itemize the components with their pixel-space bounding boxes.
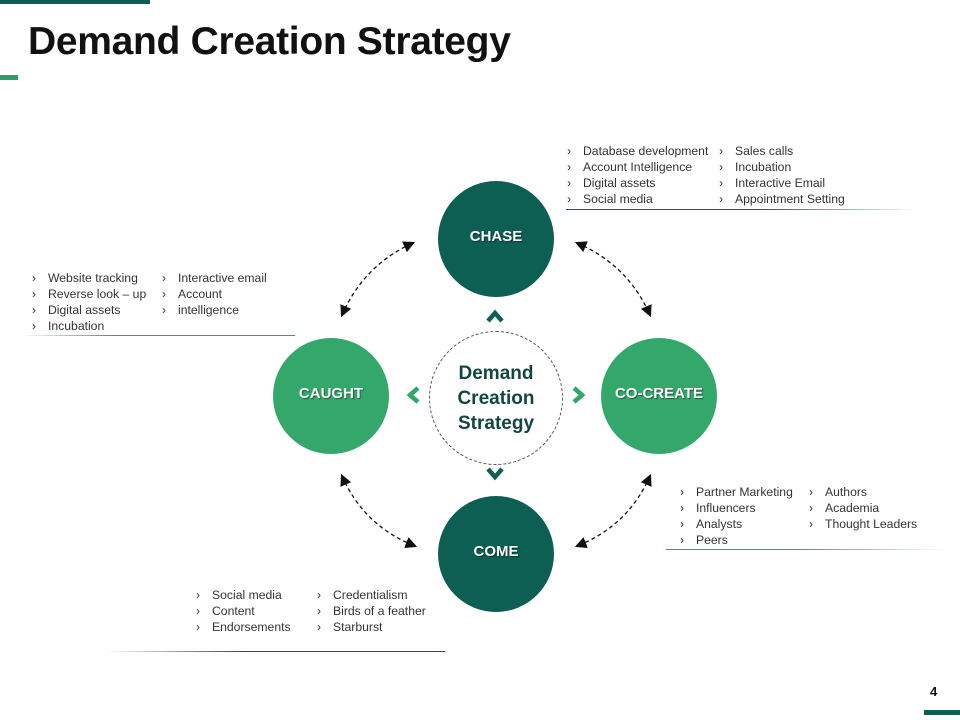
chevron-left-icon	[406, 386, 420, 404]
list-item: Database development	[567, 143, 708, 159]
list-item: Interactive Email	[719, 175, 845, 191]
center-label: Demand Creation Strategy	[429, 331, 563, 465]
chase-list-col1: Database development Account Intelligenc…	[567, 143, 708, 207]
come-list-col1: Social media Content Endorsements	[196, 587, 291, 635]
list-item: Academia	[809, 500, 917, 516]
node-come-label: COME	[473, 542, 519, 560]
list-item: Social media	[196, 587, 291, 603]
node-come: COME	[438, 496, 554, 612]
node-caught-label: CAUGHT	[298, 384, 364, 402]
list-item: Authors	[809, 484, 917, 500]
center-line: Creation	[457, 387, 535, 409]
co-create-list-col2: Authors Academia Thought Leaders	[809, 484, 917, 532]
list-item: Peers	[680, 532, 793, 548]
list-item: Birds of a feather	[317, 603, 426, 619]
node-co-create: CO-CREATE	[601, 338, 717, 454]
come-list-col2: Credentialism Birds of a feather Starbur…	[317, 587, 426, 635]
arrow-caught-come	[340, 473, 418, 549]
chevron-right-icon	[572, 386, 586, 404]
list-item: Account	[162, 286, 267, 302]
list-item: Content	[196, 603, 291, 619]
center-line: Strategy	[457, 412, 535, 434]
list-item: Endorsements	[196, 619, 291, 635]
list-item: Social media	[567, 191, 708, 207]
list-item: Sales calls	[719, 143, 845, 159]
arrow-caught-chase	[340, 241, 416, 318]
list-item: Appointment Setting	[719, 191, 845, 207]
chase-list-col2: Sales calls Incubation Interactive Email…	[719, 143, 845, 207]
center-line: Demand	[458, 362, 534, 384]
list-item: Partner Marketing	[680, 484, 793, 500]
chevron-up-icon	[486, 309, 504, 323]
list-item: Incubation	[719, 159, 845, 175]
list-item: Account Intelligence	[567, 159, 708, 175]
list-item: Digital assets	[567, 175, 708, 191]
node-chase-label: CHASE	[469, 227, 523, 245]
caught-list-col1: Website tracking Reverse look – up Digit…	[32, 270, 146, 334]
arrow-cocreate-come	[574, 473, 652, 549]
caught-underline	[20, 335, 295, 336]
list-item: Influencers	[680, 500, 793, 516]
top-accent-bar	[0, 0, 150, 4]
node-chase: CHASE	[438, 181, 554, 297]
list-item: Digital assets	[32, 302, 146, 318]
list-item: Thought Leaders	[809, 516, 917, 532]
list-item: Starburst	[317, 619, 426, 635]
chase-underline	[566, 209, 916, 210]
list-item: Interactive email	[162, 270, 267, 286]
list-item: Credentialism	[317, 587, 426, 603]
list-item: Website tracking	[32, 270, 146, 286]
list-item: Analysts	[680, 516, 793, 532]
come-underline	[105, 651, 445, 652]
co-create-underline	[666, 549, 946, 550]
list-item: intelligence	[162, 302, 267, 318]
arrow-chase-cocreate	[574, 241, 652, 318]
bottom-accent-bar	[924, 710, 960, 715]
node-co-create-label: CO-CREATE	[614, 384, 704, 402]
list-item: Reverse look – up	[32, 286, 146, 302]
slide-title: Demand Creation Strategy	[28, 20, 511, 63]
co-create-list-col1: Partner Marketing Influencers Analysts P…	[680, 484, 793, 548]
chevron-down-icon	[486, 467, 504, 481]
title-accent-bar	[0, 75, 18, 80]
page-number: 4	[930, 684, 938, 699]
list-item: Incubation	[32, 318, 146, 334]
caught-list-col2: Interactive email Account intelligence	[162, 270, 267, 318]
node-caught: CAUGHT	[273, 338, 389, 454]
